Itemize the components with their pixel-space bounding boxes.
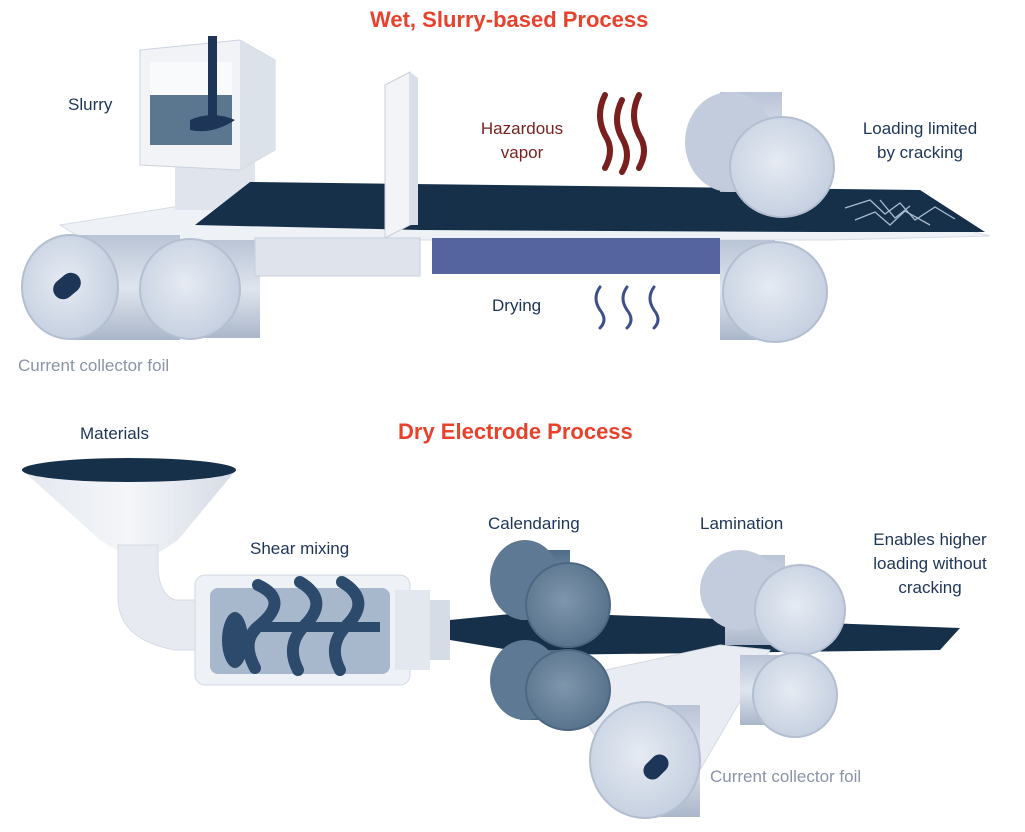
dry-process-title: Dry Electrode Process xyxy=(398,419,633,444)
enables-higher-loading-label: Enables higher loading without cracking xyxy=(850,528,1010,600)
loading-limited-line-2: by cracking xyxy=(877,143,963,162)
hazardous-vapor-icon xyxy=(597,92,647,175)
wet-calender-roller-top xyxy=(685,92,835,218)
wet-machine-body xyxy=(254,237,421,277)
enables-line-3: cracking xyxy=(898,578,962,597)
wet-support-roller-left xyxy=(139,238,260,340)
lamination-rollers xyxy=(700,550,846,738)
doctor-blade xyxy=(384,71,418,239)
dry-foil-roll xyxy=(589,701,701,819)
materials-label: Materials xyxy=(80,424,149,443)
dry-process-art xyxy=(22,458,960,819)
enables-line-1: Enables higher xyxy=(873,530,987,549)
wet-process-title: Wet, Slurry-based Process xyxy=(370,7,649,32)
shear-mixing-label: Shear mixing xyxy=(250,539,350,558)
hazardous-vapor-line-2: vapor xyxy=(500,143,544,162)
wet-electrode-coating xyxy=(195,182,985,232)
calendaring-rollers xyxy=(490,540,611,731)
hazardous-vapor-label: Hazardous vapor xyxy=(462,117,582,165)
wet-process-art xyxy=(21,36,991,343)
cracked-electrode xyxy=(844,199,956,226)
wet-calender-roller-bottom xyxy=(720,240,828,343)
enables-line-2: loading without xyxy=(873,554,987,573)
lamination-label: Lamination xyxy=(700,514,784,533)
drying-label: Drying xyxy=(492,296,542,315)
hazardous-vapor-line-1: Hazardous xyxy=(480,119,564,138)
drying-heat-icon xyxy=(594,285,660,330)
dry-foil-label: Current collector foil xyxy=(710,767,862,786)
drying-oven xyxy=(432,238,720,274)
slurry-label: Slurry xyxy=(68,95,113,114)
wet-foil-label: Current collector foil xyxy=(18,356,170,375)
loading-limited-line-1: Loading limited xyxy=(862,119,978,138)
slurry-hopper xyxy=(139,36,276,210)
calendaring-label: Calendaring xyxy=(488,514,580,533)
loading-limited-label: Loading limited by cracking xyxy=(840,117,1000,165)
shear-mixer xyxy=(194,574,450,686)
